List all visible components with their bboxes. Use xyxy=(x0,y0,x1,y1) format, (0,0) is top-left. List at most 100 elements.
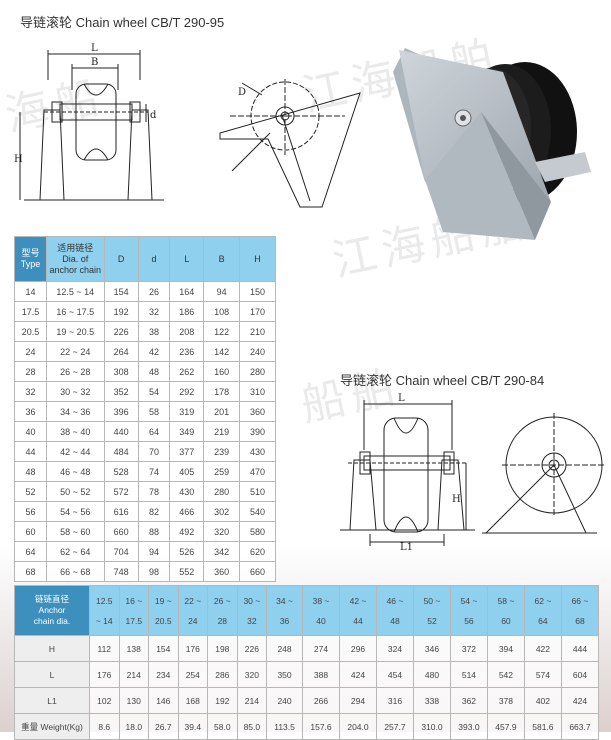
table-cell: 360 xyxy=(239,401,276,422)
table-header-cell: 19 ~20.5 xyxy=(148,585,179,636)
table-cell: 24 xyxy=(14,341,47,362)
table-cell: 396 xyxy=(103,401,139,422)
table-cell: 616 xyxy=(103,501,139,522)
table-cell: 338 xyxy=(412,687,451,714)
table-cell: 663.7 xyxy=(560,713,600,740)
table-cell: 349 xyxy=(169,421,205,442)
drawing-side-view-84 xyxy=(482,413,606,534)
dim-label-H: H xyxy=(14,154,23,165)
table-cell: 430 xyxy=(169,481,205,502)
table-cell: 240 xyxy=(266,687,304,714)
table-cell: 480 xyxy=(412,661,451,688)
table-cell: 248 xyxy=(266,635,304,662)
table-cell: 130 xyxy=(118,687,150,714)
table-cell: 52 xyxy=(14,481,47,502)
table-cell: 470 xyxy=(239,461,276,482)
table-cell: 82 xyxy=(137,501,171,522)
table-cell: 198 xyxy=(207,635,238,662)
table-cell: 620 xyxy=(239,541,276,562)
table-cell: 226 xyxy=(236,635,268,662)
table-cell: 444 xyxy=(560,635,600,662)
table-cell: 310.0 xyxy=(412,713,451,740)
table-cell: 157.6 xyxy=(302,713,340,740)
table-cell: 492 xyxy=(169,521,205,542)
table-cell: 704 xyxy=(103,541,139,562)
table-cell: 457.9 xyxy=(486,713,525,740)
table-cell: 20.5 xyxy=(14,321,47,342)
table-cell: 38 ~ 40 xyxy=(45,421,105,442)
table-cell: 254 xyxy=(177,661,209,688)
dim-label-d: d xyxy=(150,110,157,121)
table-cell: 526 xyxy=(169,541,205,562)
table-cell: 38 xyxy=(137,321,171,342)
table-cell: 18.0 xyxy=(118,713,150,740)
table-cell: 168 xyxy=(177,687,209,714)
table-cell: 264 xyxy=(103,341,139,362)
table-cell: 78 xyxy=(137,481,171,502)
table-header-cell: D xyxy=(103,236,139,282)
table-cell: 58 xyxy=(137,401,171,422)
table-cell: 226 xyxy=(103,321,139,342)
table-cell: 26 ~ 28 xyxy=(45,361,105,382)
table-cell: 302 xyxy=(203,501,241,522)
table-cell: 346 xyxy=(412,635,451,662)
table-cell: 186 xyxy=(169,301,205,322)
table-cell: 514 xyxy=(449,661,488,688)
table-header-cell: 42 ~44 xyxy=(339,585,377,636)
table-cell: 257.7 xyxy=(375,713,414,740)
title-cbt-290-95: 导链滚轮 Chain wheel CB/T 290-95 xyxy=(20,15,225,30)
table-cell: 42 ~ 44 xyxy=(45,441,105,462)
table-cell: 219 xyxy=(203,421,241,442)
table-cell: 16 ~ 17.5 xyxy=(45,301,105,322)
table-cell: 32 xyxy=(14,381,47,402)
table-cell: 70 xyxy=(137,441,171,462)
table-cell: 150 xyxy=(239,281,276,302)
dim-label-L: L xyxy=(91,43,98,54)
table-cell: 58 ~ 60 xyxy=(45,521,105,542)
table-cell: 402 xyxy=(523,687,562,714)
table-cell: 393.0 xyxy=(449,713,488,740)
table-cell: 154 xyxy=(103,281,139,302)
table-cell: 319 xyxy=(169,401,205,422)
table-cell: 176 xyxy=(177,635,209,662)
table-cell: 572 xyxy=(103,481,139,502)
table-cell: 390 xyxy=(239,421,276,442)
table-header-cell: 16 ~17.5 xyxy=(118,585,150,636)
table-cell: 239 xyxy=(203,441,241,462)
table-cell: 85.0 xyxy=(236,713,268,740)
table-row-label: L1 xyxy=(14,687,90,714)
table-header-cell: 54 ~56 xyxy=(449,585,488,636)
table-cell: 660 xyxy=(103,521,139,542)
drawing-front-view-84: L H L1 xyxy=(340,393,475,550)
table-cell: 39.4 xyxy=(177,713,209,740)
table-header-cell: 58 ~60 xyxy=(486,585,525,636)
table-cell: 320 xyxy=(236,661,268,688)
table-cell: 262 xyxy=(169,361,205,382)
table-cell: 26 xyxy=(137,281,171,302)
table-header-cell: 50 ~52 xyxy=(412,585,451,636)
table-cell: 362 xyxy=(449,687,488,714)
table-cell: 176 xyxy=(89,661,120,688)
table-cell: 201 xyxy=(203,401,241,422)
table-cell: 192 xyxy=(207,687,238,714)
table-cell: 64 xyxy=(14,541,47,562)
table-cell: 14 xyxy=(14,281,47,302)
table-cell: 50 ~ 52 xyxy=(45,481,105,502)
table-cell: 540 xyxy=(239,501,276,522)
table-cell: 48 xyxy=(14,461,47,482)
table-cell: 466 xyxy=(169,501,205,522)
table-cell: 204.0 xyxy=(339,713,377,740)
table-cell: 74 xyxy=(137,461,171,482)
table-header-cell: B xyxy=(203,236,241,282)
table-cell: 36 xyxy=(14,401,47,422)
